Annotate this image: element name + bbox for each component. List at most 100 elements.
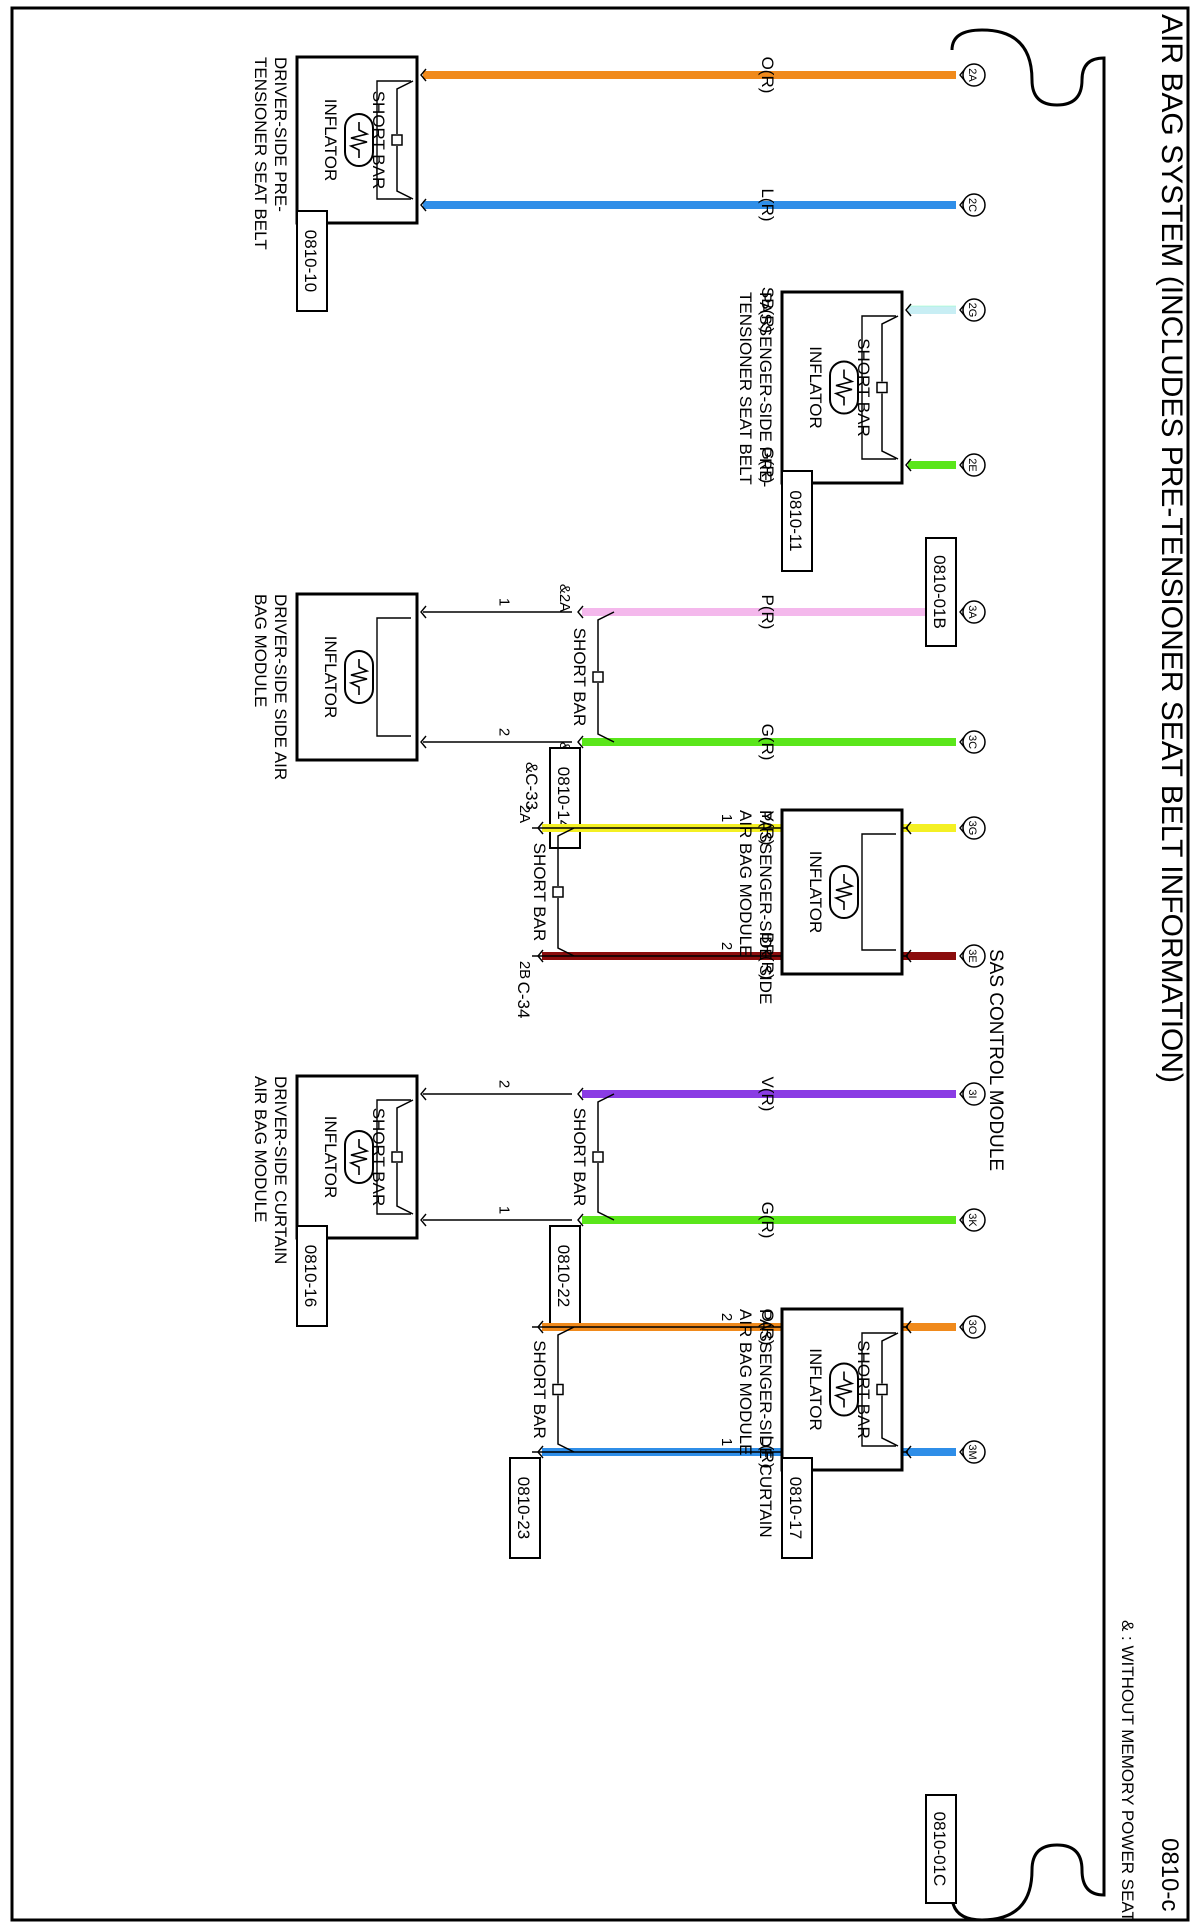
short-bar-label: SHORT BAR	[530, 843, 549, 942]
terminal-label: 2E	[966, 458, 978, 471]
component-name-line: AIR BAG MODULE	[251, 1076, 270, 1222]
page-code: 0810-c	[1156, 1838, 1183, 1911]
component-name-line: DRIVER-SIDE SIDE AIR	[271, 594, 290, 780]
short-bar-label: SHORT BAR	[570, 628, 589, 727]
connector-chevron	[420, 1087, 427, 1101]
short-bar-line	[597, 683, 615, 743]
component-connector-tag	[296, 210, 328, 312]
comp-pin-label: 1	[496, 598, 513, 606]
connector-chevron	[420, 605, 427, 619]
wire-color-label: P(R)	[758, 595, 777, 630]
short-bar-label: SHORT BAR	[854, 338, 873, 437]
resistor-symbol	[348, 659, 370, 695]
terminal-label: 2A	[966, 68, 978, 82]
footnote: & : WITHOUT MEMORY POWER SEAT	[1118, 1620, 1137, 1922]
inflator-label: INFLATOR	[321, 636, 340, 719]
connector-chevron	[577, 735, 584, 749]
connector-tag-c2: 0810-01C	[925, 1794, 957, 1904]
connector-chevron	[959, 735, 966, 749]
connector-chevron	[420, 68, 427, 82]
component-name-line: AIR BAG MODULE	[736, 1309, 755, 1455]
connector-tag-c1: 0810-01B	[925, 537, 957, 647]
connector-chevron	[905, 949, 912, 963]
component-name-line: TENSIONER SEAT BELT	[251, 57, 270, 250]
terminal-circle	[962, 944, 986, 968]
mid-connector-label: 0810-14	[554, 767, 573, 829]
terminal-label: 2G	[966, 303, 978, 318]
wire-color-label: G(R)	[758, 1202, 777, 1239]
mid-pin-label: 2A	[516, 805, 533, 823]
connector-chevron	[905, 821, 912, 835]
short-bar-line	[597, 611, 615, 671]
mid-connector-tag	[509, 1457, 541, 1559]
short-bar-contact	[876, 1383, 888, 1396]
short-bar-line	[396, 1099, 414, 1151]
connector-chevron	[959, 1087, 966, 1101]
component-connector-label: 0810-10	[301, 230, 320, 292]
wire-color-label: O(R)	[758, 57, 777, 94]
mid-pin-label: &2A	[556, 584, 573, 612]
component-connector-tag	[296, 1225, 328, 1327]
comp-pin-label: 2	[718, 1313, 735, 1321]
inflator-loop	[861, 833, 896, 951]
mid-pin-label: 2B	[516, 961, 533, 979]
inflator-loop	[376, 1099, 411, 1215]
connector-label: 0810-01B	[930, 555, 949, 629]
connector-chevron	[959, 1445, 966, 1459]
short-bar-contact	[876, 381, 888, 394]
terminal-circle	[962, 600, 986, 624]
short-bar-label: SHORT BAR	[369, 1108, 388, 1207]
comp-pin-label: 1	[496, 1206, 513, 1214]
terminal-circle	[962, 1082, 986, 1106]
comp-pin-label: 1	[718, 1438, 735, 1446]
inflator-label: INFLATOR	[321, 99, 340, 182]
connector-chevron	[905, 1320, 912, 1334]
resistor-symbol	[833, 369, 855, 406]
comp-pin-label: 1	[718, 814, 735, 822]
terminal-label: 3O	[966, 1320, 978, 1335]
component-name-line: PASSENGER-SIDE PRE-	[756, 292, 775, 487]
short-bar-line	[396, 80, 414, 134]
component-name-line: DRIVER-SIDE PRE-	[271, 57, 290, 212]
component-name-line: TENSIONER SEAT BELT	[736, 292, 755, 485]
component-name-line: PASSENGER-SIDE CURTAIN	[756, 1309, 775, 1538]
mid-connector-label: 0810-22	[554, 1245, 573, 1307]
wire-color-label: V(R)	[758, 1077, 777, 1112]
component-connector-tag	[781, 1457, 813, 1559]
wire-color-label: G(R)	[758, 447, 777, 484]
connector-chevron	[577, 1087, 584, 1101]
resistor-symbol	[833, 874, 855, 910]
inflator-loop	[861, 315, 896, 460]
page-frame	[10, 6, 1190, 1922]
mid-connector-note: C-34	[514, 982, 533, 1019]
terminal-circle	[962, 1208, 986, 1232]
connector-label: 0810-01C	[930, 1812, 949, 1887]
short-bar-contact	[592, 671, 604, 683]
comp-pin-label: 2	[496, 1080, 513, 1088]
short-bar-line	[557, 898, 575, 957]
short-bar-label: SHORT BAR	[530, 1340, 549, 1439]
short-bar-line	[881, 315, 899, 382]
comp-pin-label: 2	[496, 728, 513, 736]
short-bar-contact	[391, 1151, 403, 1163]
terminal-label: 3E	[966, 949, 978, 962]
component-connector-label: 0810-16	[301, 1245, 320, 1307]
connector-chevron	[959, 198, 966, 212]
connector-chevron	[905, 1445, 912, 1459]
short-bar-line	[396, 1163, 414, 1215]
terminal-circle	[962, 1315, 986, 1339]
component-connector-label: 0810-11	[786, 490, 805, 551]
resistor-symbol	[833, 1371, 855, 1408]
connector-chevron	[905, 458, 912, 472]
short-bar-line	[557, 827, 575, 886]
connector-chevron	[959, 821, 966, 835]
inflator-label: INFLATOR	[806, 346, 825, 429]
resistor-symbol	[348, 122, 370, 158]
terminal-circle	[962, 730, 986, 754]
terminal-label: 3M	[966, 1444, 978, 1459]
terminal-label: 3C	[966, 735, 978, 749]
